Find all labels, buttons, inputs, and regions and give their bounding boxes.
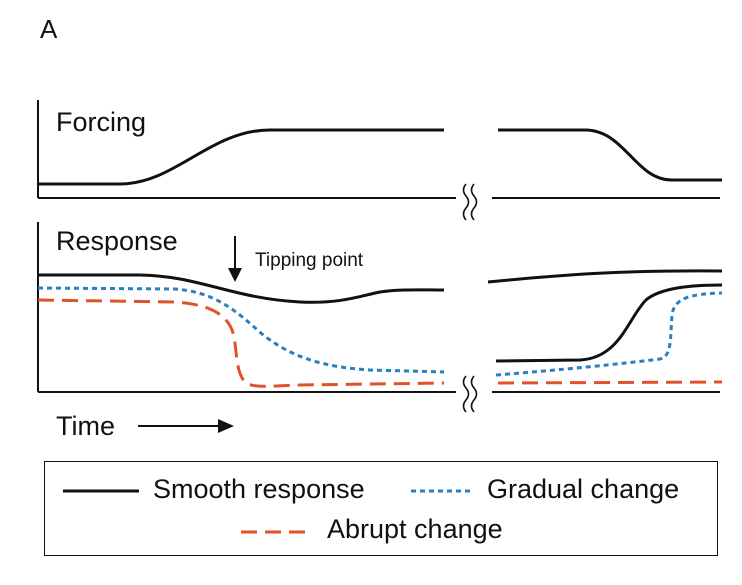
response-label: Response [56, 226, 178, 256]
legend: Smooth response Gradual change Abrupt ch… [44, 461, 718, 556]
gradual-change-curve-left [37, 286, 445, 374]
axis-break-icon [462, 183, 478, 221]
legend-gradual-label: Gradual change [487, 474, 680, 504]
legend-smooth-label: Smooth response [153, 474, 365, 504]
gradual-change-curve-right [495, 291, 723, 377]
tipping-point-label: Tipping point [255, 250, 364, 271]
legend-swatches [63, 489, 473, 534]
forcing-curve-left [38, 128, 444, 186]
response-axes [37, 222, 720, 393]
time-label: Time [56, 411, 115, 441]
legend-abrupt-label: Abrupt change [327, 514, 503, 544]
abrupt-change-curve-right [497, 380, 723, 385]
forcing-axes [37, 100, 720, 199]
forcing-curve-right [498, 128, 722, 182]
axis-break-icon [462, 375, 478, 413]
right-arrow-icon [138, 419, 234, 433]
abrupt-change-curve-left [37, 298, 445, 388]
smooth-response-curve-left [38, 273, 445, 304]
forcing-label: Forcing [56, 107, 146, 137]
smooth-response-curve-right-lower [495, 283, 723, 363]
smooth-response-curve-right [487, 269, 723, 284]
panel-label: A [40, 14, 58, 44]
down-arrow-icon [228, 236, 242, 282]
